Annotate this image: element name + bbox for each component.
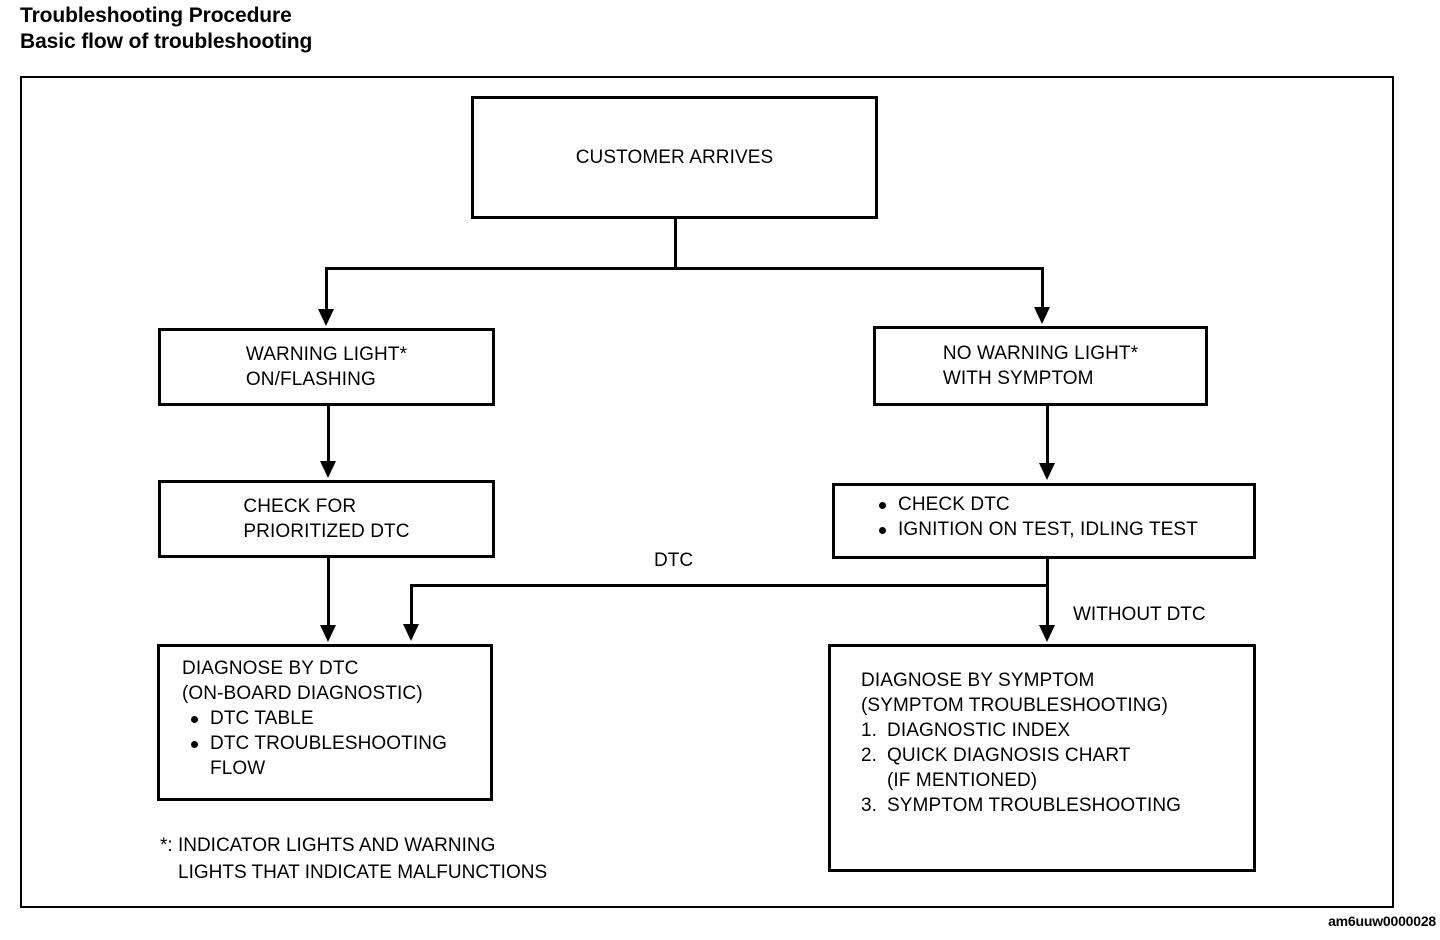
arrowhead-without-dtc [1039,625,1055,642]
arrowhead-to-diagnose-by-dtc [320,625,336,642]
diagram-frame [20,76,1394,908]
flowchart-node-customer-arrives: CUSTOMER ARRIVES [471,96,878,219]
flowchart-node-diagnose-by-symptom: DIAGNOSE BY SYMPTOM (SYMPTOM TROUBLESHOO… [828,644,1256,872]
list-item: IGNITION ON TEST, IDLING TEST [870,517,1245,542]
page-subtitle: Basic flow of troubleshooting [20,30,313,53]
node-label-customer-arrives: CUSTOMER ARRIVES [575,147,774,168]
figure-id: am6uuw0000028 [1328,913,1436,929]
list-item-index: 2. [861,745,878,766]
list-item: 1. DIAGNOSTIC INDEX [861,718,1243,743]
page-title: Troubleshooting Procedure [20,4,292,27]
list-item-index: 3. [861,795,878,816]
footnote-line1: *: INDICATOR LIGHTS AND WARNING [160,835,496,856]
footnote-line2: LIGHTS THAT INDICATE MALFUNCTIONS [178,862,548,883]
list-item: DTC TROUBLESHOOTING FLOW [182,731,480,781]
arrowhead-to-warning-light [318,309,334,326]
edge-label-dtc: DTC [654,550,694,571]
node-label-warning-light-line2: ON/FLASHING [245,369,376,390]
node-bullet-diagnose-by-dtc-0: DTC TABLE [210,708,314,729]
flowchart-node-check-for-prioritized-dtc: CHECK FOR PRIORITIZED DTC [158,480,495,558]
arrowhead-to-check-for [320,461,336,478]
node-label-warning-light-line1: WARNING LIGHT* [245,344,408,365]
connector-no-warning-to-check-dtc [1046,406,1049,464]
node-bullet-check-dtc-0: CHECK DTC [898,494,1010,515]
arrowhead-dtc-branch [403,624,419,641]
connector-warning-to-check-for [327,406,330,462]
connector-without-dtc-vertical [1046,584,1049,627]
list-item-text: SYMPTOM TROUBLESHOOTING [887,795,1182,816]
node-label-check-for-line2: PRIORITIZED DTC [243,521,410,542]
connector-dtc-branch-vertical [410,584,413,626]
node-label-check-for-line1: CHECK FOR [243,496,357,517]
node-bullet-diagnose-by-dtc-1: DTC TROUBLESHOOTING FLOW [210,733,447,779]
connector-dtc-branch-stub [1046,559,1049,586]
list-item: DTC TABLE [182,706,480,731]
list-item: 3. SYMPTOM TROUBLESHOOTING [861,793,1243,818]
node-label-no-warning-light-line2: WITH SYMPTOM [942,368,1094,389]
arrowhead-to-no-warning-light [1034,307,1050,324]
edge-label-without-dtc: WITHOUT DTC [1073,604,1206,625]
list-item-text: DIAGNOSTIC INDEX [887,720,1071,741]
footnote: *: INDICATOR LIGHTS AND WARNING LIGHTS T… [160,832,547,886]
connector-dtc-branch-horizontal [410,584,1049,587]
list-item: CHECK DTC [870,492,1245,517]
arrowhead-to-check-dtc [1039,463,1055,480]
list-item-subtext: (IF MENTIONED) [887,770,1038,791]
node-label-no-warning-light-line1: NO WARNING LIGHT* [942,343,1139,364]
connector-customer-arrives-trunk [674,219,677,269]
flowchart-node-diagnose-by-dtc: DIAGNOSE BY DTC (ON-BOARD DIAGNOSTIC) DT… [157,644,493,801]
node-heading-diagnose-by-dtc-1: DIAGNOSE BY DTC [182,658,359,679]
connector-to-no-warning-light [1041,267,1044,309]
node-heading-diagnose-by-symptom-2: (SYMPTOM TROUBLESHOOTING) [861,695,1168,716]
list-item: 2. QUICK DIAGNOSIS CHART (IF MENTIONED) [861,743,1243,793]
connector-to-warning-light [325,267,328,311]
list-item-text: QUICK DIAGNOSIS CHART [887,745,1131,766]
flowchart-node-no-warning-light: NO WARNING LIGHT* WITH SYMPTOM [873,326,1208,406]
connector-split-horizontal [325,267,1044,270]
connector-check-for-to-diagnose-by-dtc [327,558,330,626]
node-heading-diagnose-by-dtc-2: (ON-BOARD DIAGNOSTIC) [182,683,423,704]
node-bullet-check-dtc-1: IGNITION ON TEST, IDLING TEST [898,519,1198,540]
flowchart-node-warning-light: WARNING LIGHT* ON/FLASHING [158,328,495,406]
flowchart-node-check-dtc-tests: CHECK DTC IGNITION ON TEST, IDLING TEST [832,483,1256,559]
node-heading-diagnose-by-symptom-1: DIAGNOSE BY SYMPTOM [861,670,1095,691]
list-item-index: 1. [861,720,878,741]
